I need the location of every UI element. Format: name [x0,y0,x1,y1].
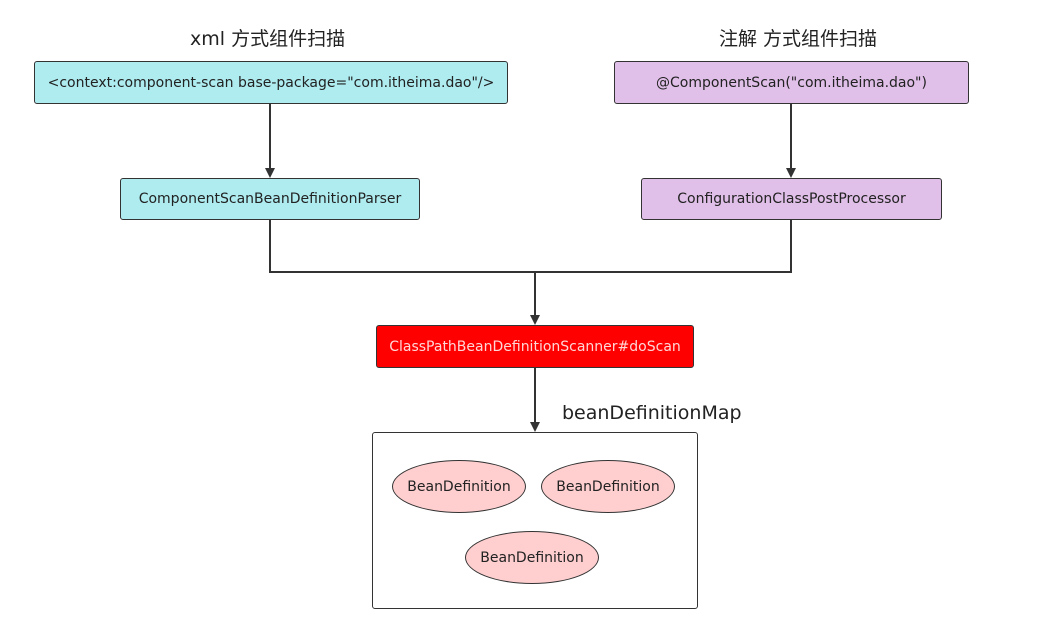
annotation-processor-node: ConfigurationClassPostProcessor [641,178,942,220]
merge-line [269,220,792,273]
annotation-title: 注解 方式组件扫描 [719,28,878,50]
xml-config-node: <context:component-scan base-package="co… [34,61,508,104]
xml-title: xml 方式组件扫描 [190,28,346,50]
xml-parser-node: ComponentScanBeanDefinitionParser [120,178,420,220]
bean-definition-ellipse: BeanDefinition [541,460,675,513]
annotation-config-node: @ComponentScan("com.itheima.dao") [614,61,969,104]
bean-definition-ellipse: BeanDefinition [392,460,526,513]
bean-definition-map-label: beanDefinitionMap [562,402,742,424]
scanner-node: ClassPathBeanDefinitionScanner#doScan [376,325,694,368]
bean-definition-ellipse: BeanDefinition [465,531,599,584]
